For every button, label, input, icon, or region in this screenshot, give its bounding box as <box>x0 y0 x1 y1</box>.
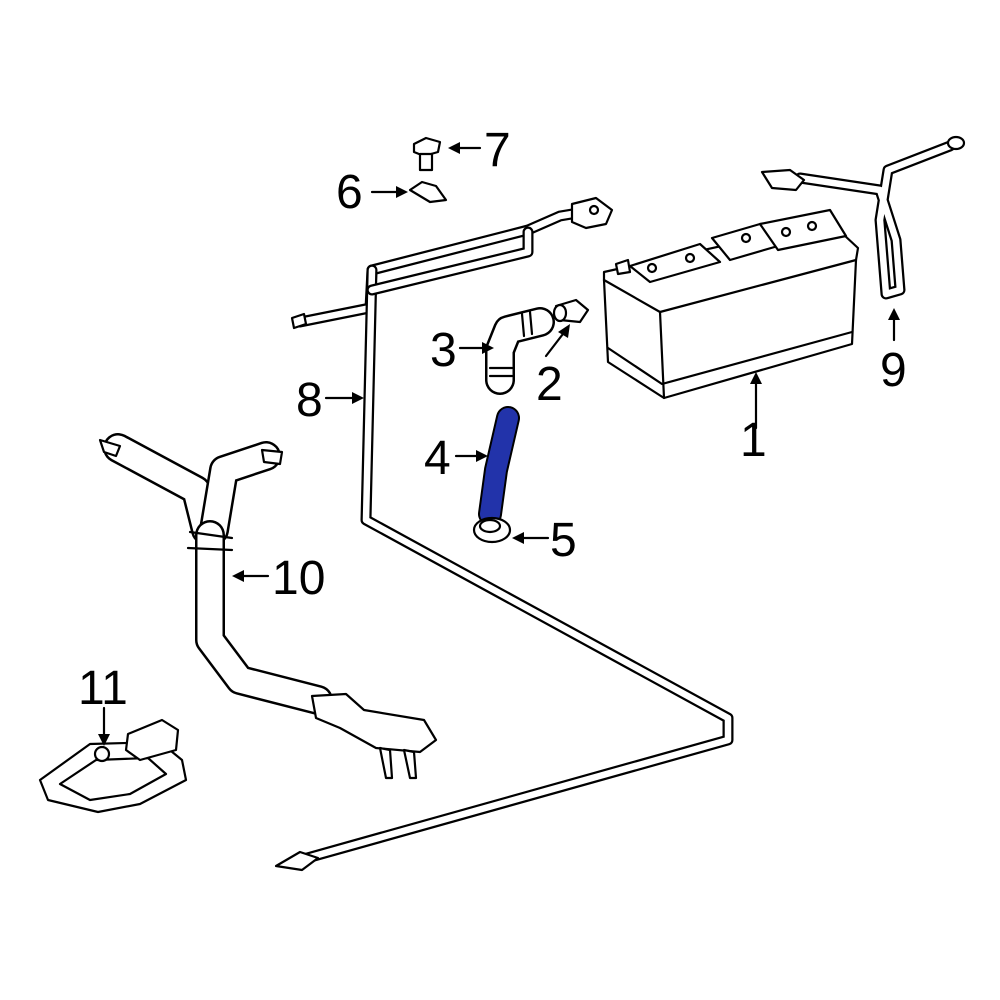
callout-2: 2 <box>536 358 563 411</box>
clamp-bolt[interactable] <box>412 136 442 172</box>
callout-10: 10 <box>272 552 325 605</box>
callout-11: 11 <box>78 662 128 715</box>
positive-cable[interactable] <box>274 196 734 872</box>
callout-7: 7 <box>484 124 511 177</box>
callout-9: 9 <box>880 344 907 397</box>
callout-arrows <box>98 142 900 746</box>
callout-6: 6 <box>336 166 363 219</box>
callout-1: 1 <box>740 414 767 467</box>
callout-labels: 1 2 3 4 5 6 7 8 9 10 11 <box>78 124 907 715</box>
vent-plug[interactable] <box>552 298 590 324</box>
grommet[interactable] <box>472 516 512 544</box>
ground-cable[interactable] <box>760 135 966 300</box>
callout-3: 3 <box>430 324 457 377</box>
junction-block[interactable] <box>38 718 188 814</box>
hold-down-clamp[interactable] <box>408 180 448 204</box>
vent-elbow[interactable] <box>485 307 555 395</box>
main-cable-harness[interactable] <box>98 433 438 780</box>
battery[interactable] <box>602 208 860 400</box>
callout-8: 8 <box>296 374 323 427</box>
callout-5: 5 <box>550 514 577 567</box>
vent-hose[interactable] <box>478 406 520 526</box>
callout-4: 4 <box>424 432 451 485</box>
